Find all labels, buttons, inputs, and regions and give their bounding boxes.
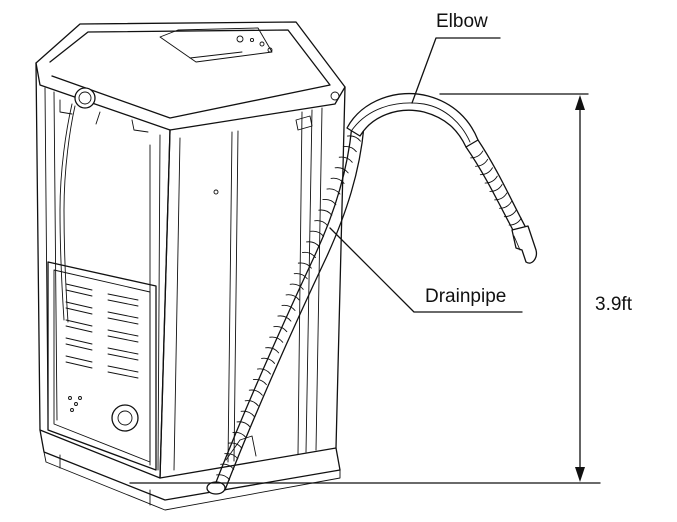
pipe-ring <box>503 209 517 218</box>
pipe-ring <box>342 146 357 153</box>
height-label: 3.9ft <box>595 294 632 315</box>
pipe-ring <box>220 463 235 470</box>
pipe-ring <box>224 453 239 460</box>
pipe-ring <box>334 167 349 174</box>
pipe-ring <box>338 156 353 163</box>
pipe-ring <box>248 389 263 396</box>
pipe-ring <box>256 368 271 375</box>
elbow-leader <box>411 37 501 104</box>
washing-machine <box>35 21 346 511</box>
pipe-ring <box>310 230 325 237</box>
pipe-ring <box>346 135 361 142</box>
pipe-ring <box>293 273 308 280</box>
pipe-ring <box>228 442 243 449</box>
pipe-ring <box>301 251 316 259</box>
pipe-ring <box>232 431 247 439</box>
pipe-ring <box>261 357 276 364</box>
pipe-ring <box>314 220 329 227</box>
pipe-ring <box>236 421 251 428</box>
pipe-ring <box>479 167 493 176</box>
pipe-ring <box>297 262 312 269</box>
pipe-ring <box>475 158 489 167</box>
leader-lines <box>329 37 523 313</box>
pipe-ring <box>244 400 259 407</box>
pipe-ring <box>470 150 484 159</box>
pipe-ring <box>216 474 231 481</box>
height-dimension <box>129 93 601 484</box>
pipe-ring <box>330 177 345 184</box>
pipe-ring <box>273 326 288 333</box>
pipe-ring <box>489 184 503 192</box>
pipe-ring <box>508 217 522 226</box>
pipe-ring <box>277 315 292 322</box>
pipe-ring <box>484 175 498 184</box>
pipe-ring <box>252 378 267 386</box>
elbow <box>346 92 538 264</box>
pipe-ring <box>326 188 341 195</box>
pipe-ring <box>285 294 300 301</box>
pipe-ring <box>499 200 513 209</box>
elbow-label: Elbow <box>436 11 488 32</box>
pipe-ring <box>306 241 321 248</box>
pipe-ring <box>240 410 255 417</box>
pipe-ring <box>269 336 284 343</box>
pipe-ring <box>265 347 280 354</box>
pipe-ring <box>494 192 508 201</box>
drainpipe-leader <box>329 227 523 313</box>
pipe-ring <box>289 283 304 290</box>
pipe-ring <box>318 209 333 216</box>
pipe-ring <box>322 198 337 206</box>
drainpipe-label: Drainpipe <box>425 286 507 307</box>
pipe-ring <box>281 304 296 311</box>
drainpipe <box>206 124 365 495</box>
